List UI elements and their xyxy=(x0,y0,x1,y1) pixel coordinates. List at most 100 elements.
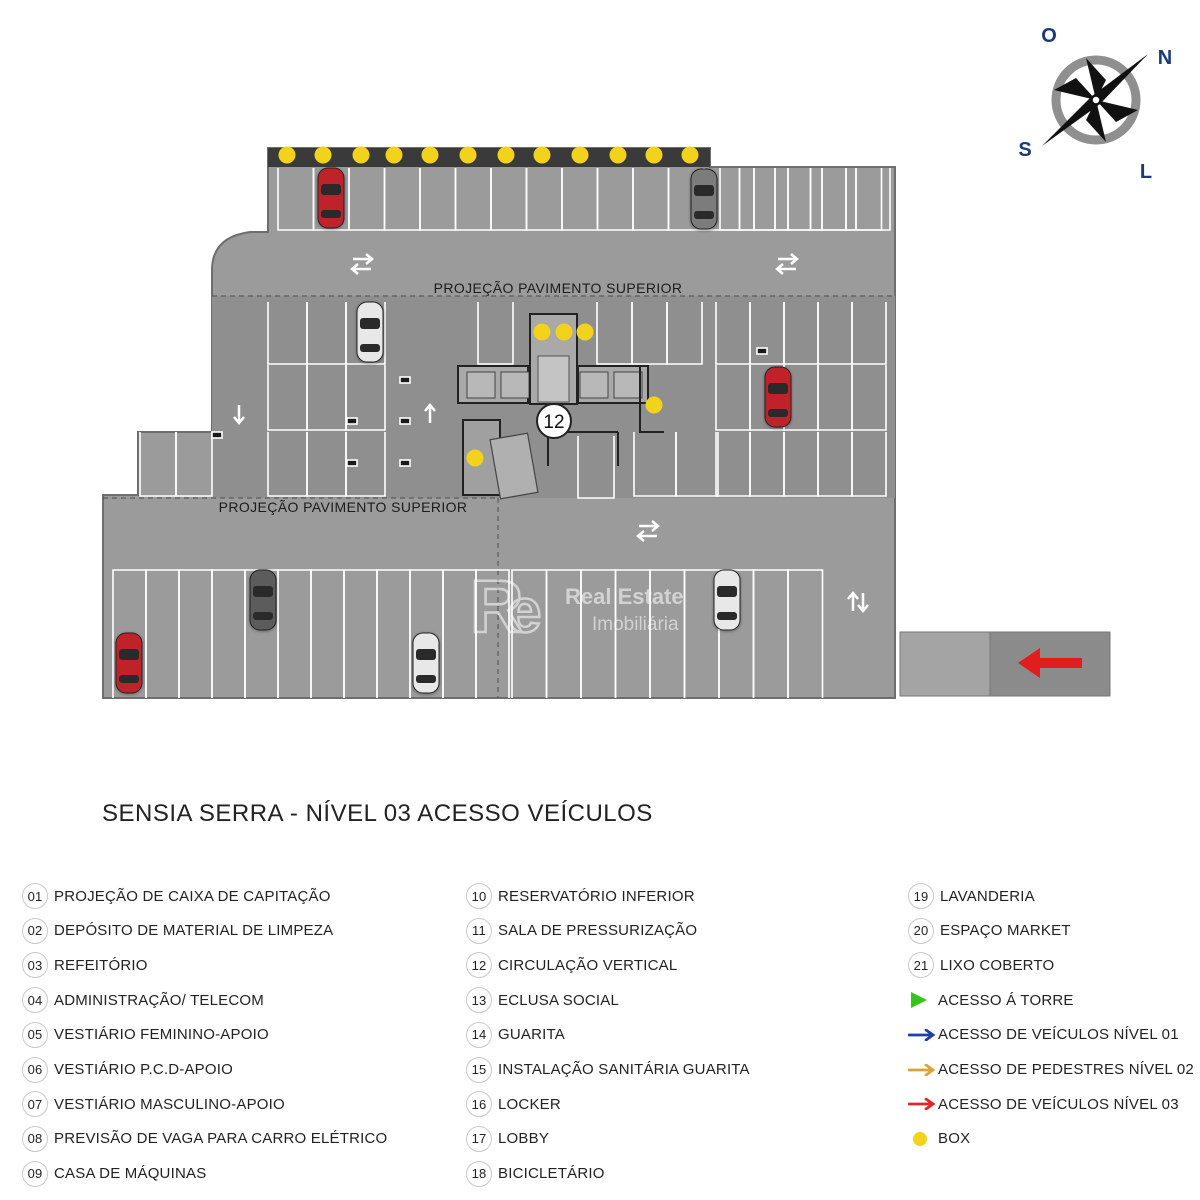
svg-text:R: R xyxy=(470,565,523,648)
arrow-shaft xyxy=(233,405,245,425)
car-windshield xyxy=(321,184,341,195)
legend-label: LOCKER xyxy=(498,1095,561,1113)
legend-label: ECLUSA SOCIAL xyxy=(498,991,619,1009)
legend-label: ACESSO DE VEÍCULOS NÍVEL 03 xyxy=(938,1095,1179,1113)
legend-number: 07 xyxy=(22,1091,48,1118)
legend-label: LIXO COBERTO xyxy=(940,956,1055,974)
projection-label-bottom: PROJEÇÃO PAVIMENTO SUPERIOR xyxy=(219,499,468,515)
legend-number: 19 xyxy=(908,883,934,909)
car-rear-window xyxy=(253,612,273,620)
parking-stall xyxy=(175,432,213,497)
car-body xyxy=(249,569,277,631)
compass-east: L xyxy=(1140,161,1152,183)
triangle-icon xyxy=(908,991,938,1009)
legend-number: 10 xyxy=(466,883,492,909)
car xyxy=(356,301,384,363)
legend-label: GUARITA xyxy=(498,1026,565,1044)
legend-label: ADMINISTRAÇÃO/ TELECOM xyxy=(54,991,264,1009)
box-marker xyxy=(571,146,589,164)
parking-stall xyxy=(851,432,887,497)
projection-label-top: PROJEÇÃO PAVIMENTO SUPERIOR xyxy=(434,280,683,296)
legend-label: LOBBY xyxy=(498,1130,550,1148)
legend-item: 10 RESERVATÓRIO INFERIOR xyxy=(466,882,695,910)
legend-label: SALA DE PRESSURIZAÇÃO xyxy=(498,922,698,940)
legend-number: 20 xyxy=(908,917,934,944)
car-windshield xyxy=(416,649,436,660)
legend-label: RESERVATÓRIO INFERIOR xyxy=(498,887,695,905)
legend-number: 08 xyxy=(22,1125,48,1152)
legend-label: VESTIÁRIO P.C.D-APOIO xyxy=(54,1061,233,1078)
legend-label: REFEITÓRIO xyxy=(54,956,148,974)
box-marker xyxy=(609,146,627,164)
box-marker xyxy=(459,146,477,164)
arrow-shaft xyxy=(424,403,436,423)
car-windshield xyxy=(694,185,714,196)
legend-item: BOX xyxy=(908,1125,970,1153)
legend-number: 17 xyxy=(466,1125,492,1152)
core-number: 12 xyxy=(543,412,564,433)
pillar xyxy=(399,376,411,384)
compass-west: O xyxy=(1041,25,1057,47)
legend-item: 17 LOBBY xyxy=(466,1125,549,1153)
legend-item: ACESSO DE VEÍCULOS NÍVEL 01 xyxy=(908,1021,1179,1049)
car-rear-window xyxy=(694,211,714,219)
car-rear-window xyxy=(768,409,788,417)
legend-number: 18 xyxy=(466,1160,492,1187)
box-marker xyxy=(645,146,663,164)
legend-label: BOX xyxy=(938,1130,971,1148)
car-windshield xyxy=(717,586,737,597)
pillar xyxy=(211,431,223,439)
watermark-logo: R e Real Estate Imobiliária xyxy=(469,564,684,650)
parking-stall xyxy=(345,302,386,365)
box-marker xyxy=(497,146,515,164)
box-marker xyxy=(555,323,573,341)
legend-number: 02 xyxy=(22,917,48,944)
arrow-left xyxy=(636,530,657,542)
box-marker xyxy=(645,396,663,414)
legend-label: BICICLETÁRIO xyxy=(498,1165,605,1183)
watermark-title: Real Estate xyxy=(565,584,684,609)
legend-label: DEPÓSITO DE MATERIAL DE LIMPEZA xyxy=(54,922,334,940)
car-rear-window xyxy=(416,675,436,683)
car-windshield xyxy=(360,318,380,329)
legend-item: ACESSO Á TORRE xyxy=(908,986,1074,1014)
parking-stall xyxy=(475,569,510,698)
plan-title: SENSIA SERRA - NÍVEL 03 ACESSO VEÍCULOS xyxy=(102,800,653,827)
car xyxy=(764,366,792,428)
car xyxy=(249,569,277,631)
car-rear-window xyxy=(119,675,139,683)
box-marker xyxy=(352,146,370,164)
legend-number: 14 xyxy=(466,1021,492,1048)
car-windshield xyxy=(768,383,788,394)
box-marker xyxy=(533,146,551,164)
car-body xyxy=(412,632,440,694)
box-marker xyxy=(421,146,439,164)
legend-item: 19 LAVANDERIA xyxy=(908,882,1035,910)
core-number-badge: 12 xyxy=(536,403,572,439)
legend-item: 18 BICICLETÁRIO xyxy=(466,1160,605,1188)
legend-number: 05 xyxy=(22,1021,48,1048)
arrow-right-icon xyxy=(908,1063,938,1076)
car-rear-window xyxy=(360,344,380,352)
legend-label: LAVANDERIA xyxy=(940,887,1035,905)
legend-number: 04 xyxy=(22,987,48,1014)
arrow-right xyxy=(353,253,374,265)
storage-boxes xyxy=(278,146,699,467)
parking-stall xyxy=(675,432,719,497)
box-marker xyxy=(314,146,332,164)
arrow-left xyxy=(350,263,371,275)
legend-label: CIRCULAÇÃO VERTICAL xyxy=(498,956,678,974)
car-body xyxy=(764,366,792,428)
car-body xyxy=(317,167,345,229)
car-body xyxy=(713,569,741,631)
car xyxy=(115,632,143,694)
legend-number: 01 xyxy=(22,883,48,909)
